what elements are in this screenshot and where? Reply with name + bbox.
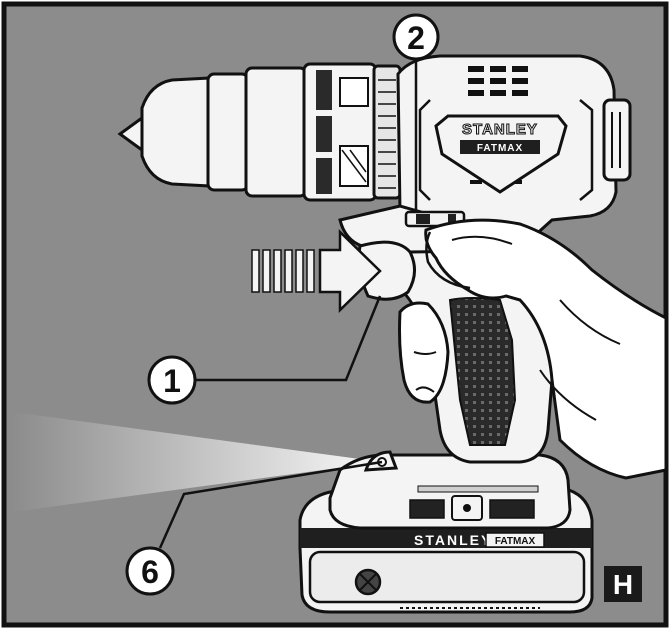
fuel-gauge-segment	[489, 499, 535, 519]
callout-2-label: 2	[407, 20, 425, 56]
push-direction-arrow-icon	[251, 229, 382, 313]
figure-letter: H	[613, 569, 633, 600]
tool-base	[328, 453, 572, 530]
torque-collar	[372, 64, 402, 200]
callout-6-label: 6	[141, 554, 159, 590]
drill-chuck	[117, 62, 402, 202]
callout-6: 6	[125, 546, 175, 596]
callout-2: 2	[392, 13, 440, 61]
callout-1: 1	[147, 355, 197, 405]
figure-letter-tag: H	[604, 566, 642, 602]
belt-hook	[602, 98, 632, 182]
fuel-gauge-segment	[409, 499, 445, 519]
housing-brand-text: STANLEY	[462, 121, 538, 138]
light-beam	[12, 412, 382, 512]
callout-leader-line	[158, 460, 383, 549]
callout-leader-line	[196, 295, 382, 382]
callout-1-label: 1	[163, 363, 181, 399]
battery-brand-text: STANLEY	[414, 532, 492, 548]
hand-illustration	[398, 218, 668, 480]
battery-sub-brand-text: FATMAX	[495, 536, 536, 547]
housing-sub-brand-text: FATMAX	[477, 143, 523, 154]
